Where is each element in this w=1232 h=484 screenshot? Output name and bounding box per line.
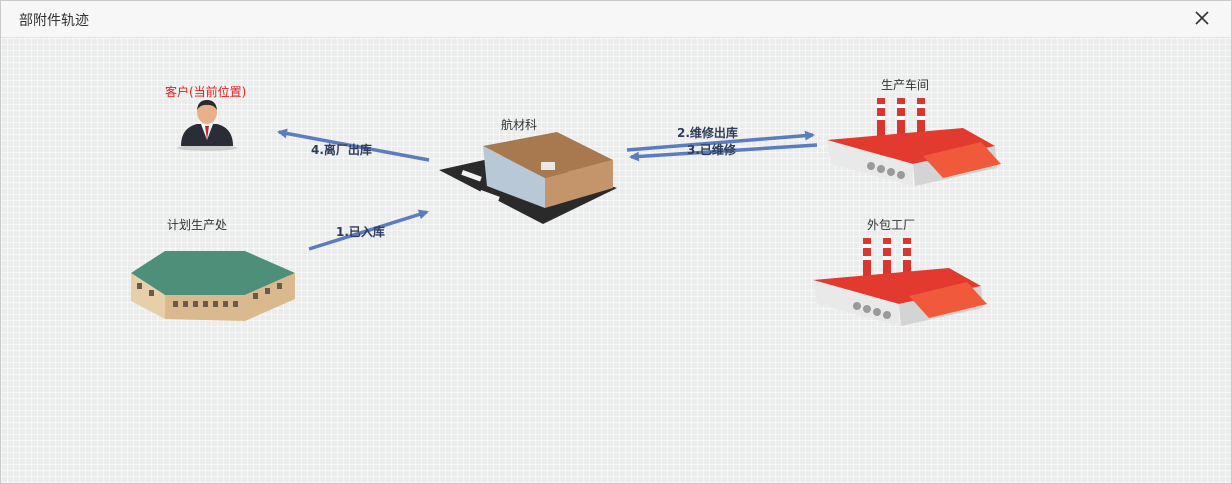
edge-label-1: 1.已入库 [336, 225, 385, 239]
arrow-warehouse-to-customer [277, 128, 430, 162]
customer-label: 客户(当前位置) [165, 85, 247, 99]
edge-label-4: 4.离厂出库 [311, 143, 372, 157]
edge-label-3: 3.已维修 [687, 143, 736, 157]
planning-office-icon [131, 251, 295, 321]
flow-arrows [277, 128, 818, 251]
edge-label-2: 2.维修出库 [677, 126, 738, 140]
arrow-warehouse-to-workshop [626, 130, 815, 152]
customer-icon [177, 100, 237, 151]
warehouse-icon [439, 132, 617, 224]
dialog-titlebar: 部附件轨迹 [1, 1, 1231, 38]
dialog-title: 部附件轨迹 [19, 13, 89, 29]
arrow-workshop-to-warehouse [629, 143, 818, 162]
close-icon[interactable] [1191, 7, 1213, 29]
outsource-label: 外包工厂 [867, 218, 916, 232]
workshop-factory-icon [827, 98, 1001, 186]
planning-label: 计划生产处 [167, 218, 228, 232]
warehouse-label: 航材科 [501, 118, 538, 132]
arrow-planning-to-warehouse [308, 209, 429, 251]
trajectory-canvas: 1.已入库 2.维修出库 3.已维修 4.离厂出库 客户(当前位置) 计划生产处 [1, 38, 1231, 483]
workshop-label: 生产车间 [881, 78, 930, 92]
outsource-factory-icon [813, 238, 987, 326]
